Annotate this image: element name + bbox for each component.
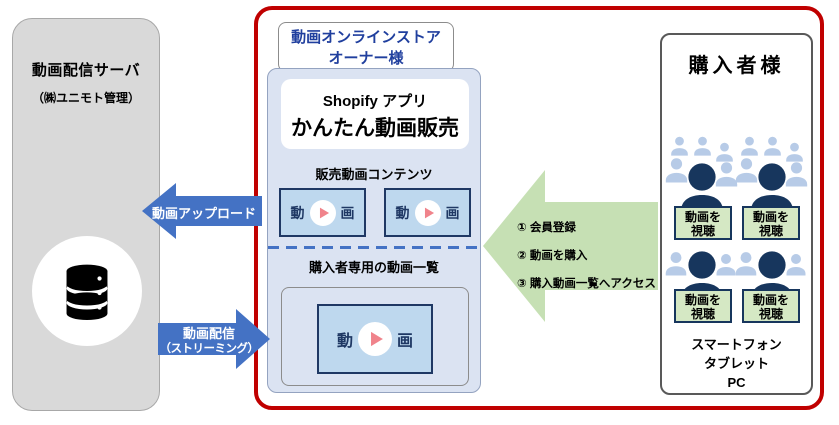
sales-section-label: 販売動画コンテンツ [315, 167, 433, 182]
buyer-steps-list: ① 会員登録 ② 動画を購入 ③ 購入動画一覧へアクセス [517, 214, 656, 298]
shopify-app-card: Shopify アプリ かんたん動画販売 [281, 79, 469, 149]
buyers-title: 購入者様 [688, 55, 785, 77]
step-2: ② 動画を購入 [517, 250, 588, 262]
person-icon [783, 160, 810, 187]
thumb-text-left: 動 [395, 204, 410, 221]
person-icon [692, 135, 713, 156]
person-icon [733, 250, 759, 276]
play-icon [358, 321, 392, 356]
streaming-arrow-label: 動画配信 （ストリーミング） [156, 326, 262, 357]
thumb-text-right: 画 [445, 204, 460, 221]
watch-line1: 動画を [684, 293, 721, 307]
streaming-arrow [158, 309, 270, 369]
person-icon [784, 252, 808, 276]
thumb-text-right: 画 [340, 204, 355, 221]
streaming-label-line2: （ストリーミング） [159, 343, 260, 355]
watch-line2: 視聴 [758, 224, 783, 238]
person-icon [663, 250, 689, 276]
device-tablet: タブレット [703, 356, 769, 371]
step-3: ③ 購入動画一覧へアクセス [517, 278, 656, 290]
device-pc: PC [727, 375, 746, 390]
person-icon [714, 252, 738, 276]
watch-line1: 動画を [684, 210, 721, 224]
person-icon [669, 135, 690, 156]
buyers-panel: 購入者様 [660, 33, 813, 395]
person-icon [733, 156, 760, 183]
device-smartphone: スマートフォン [691, 337, 782, 352]
database-icon [32, 236, 142, 346]
app-platform-label: Shopify アプリ [322, 93, 428, 110]
watch-line2: 視聴 [690, 307, 715, 321]
store-panel: Shopify アプリ かんたん動画販売 販売動画コンテンツ 動 画 動 画 購… [267, 68, 481, 393]
watch-line1: 動画を [752, 210, 789, 224]
watch-line1: 動画を [752, 293, 789, 307]
person-icon [663, 156, 690, 183]
person-icon [784, 141, 805, 162]
thumb-text-left: 動 [290, 204, 305, 221]
purchased-video-thumbnail: 動 画 [317, 303, 433, 374]
store-owner-line1: 動画オンラインストア [291, 29, 441, 46]
streaming-label-line1: 動画配信 [182, 326, 235, 341]
purchased-section-label: 購入者専用の動画一覧 [308, 260, 439, 275]
watch-line2: 視聴 [690, 224, 715, 238]
server-subtitle: （㈱ユニモト管理） [31, 91, 140, 105]
watch-video-box-3: 動画を 視聴 [674, 289, 732, 323]
person-icon [762, 135, 783, 156]
watch-video-box-4: 動画を 視聴 [742, 289, 800, 323]
sales-video-thumbnail-1: 動 画 [279, 188, 366, 237]
store-owner-label-box: 動画オンラインストア オーナー様 [278, 22, 454, 72]
server-title: 動画配信サーバ [31, 62, 141, 79]
watch-video-box-2: 動画を 視聴 [742, 206, 800, 240]
play-icon [309, 199, 336, 226]
store-owner-line2: オーナー様 [328, 50, 404, 67]
app-name-label: かんたん動画販売 [291, 117, 459, 140]
person-icon [739, 135, 760, 156]
watch-video-box-1: 動画を 視聴 [674, 206, 732, 240]
thumb-text-right: 画 [397, 332, 414, 350]
watch-line2: 視聴 [758, 307, 783, 321]
purchased-videos-panel: 動 画 [281, 287, 469, 386]
upload-arrow [142, 183, 262, 239]
buyer-steps-arrow [483, 170, 658, 322]
person-icon [713, 160, 740, 187]
thumb-text-left: 動 [336, 332, 353, 350]
devices-label: スマートフォン タブレット PC [662, 335, 811, 392]
sales-video-thumbnail-2: 動 画 [384, 188, 471, 237]
step-1: ① 会員登録 [517, 222, 576, 234]
person-icon [714, 141, 735, 162]
play-icon [414, 199, 441, 226]
video-server-box: 動画配信サーバ （㈱ユニモト管理） [12, 18, 160, 411]
section-divider-dashed-line [268, 246, 480, 249]
upload-arrow-label: 動画アップロード [151, 206, 256, 221]
